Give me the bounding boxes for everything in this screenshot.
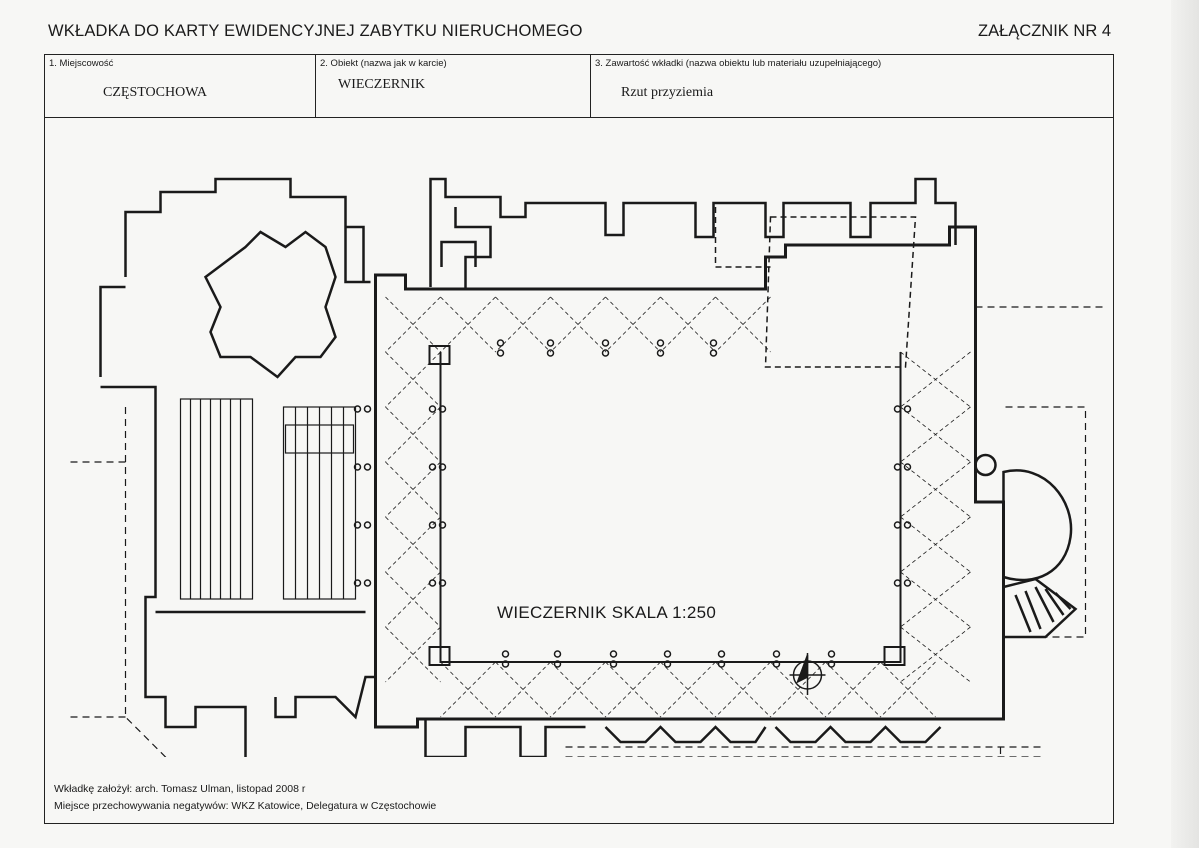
- annex-number: ZAŁĄCZNIK NR 4: [978, 22, 1111, 40]
- field-locality-value: CZĘSTOCHOWA: [103, 85, 207, 100]
- cloister-vaults: [385, 296, 971, 718]
- field-content-label: 3. Zawartość wkładki (nazwa obiektu lub …: [595, 58, 882, 69]
- plan-scale-caption: WIECZERNIK SKALA 1:250: [497, 603, 717, 622]
- field-locality-label: 1. Miejscowość: [49, 58, 114, 69]
- west-wing-walls: [100, 385, 376, 757]
- west-chapel: [99, 177, 371, 379]
- west-dashed-outline: [65, 407, 167, 757]
- column-pairs: [353, 339, 912, 668]
- south-range: [424, 719, 942, 757]
- field-locality: 1. Miejscowość CZĘSTOCHOWA: [45, 55, 316, 117]
- scanner-edge: [1171, 0, 1199, 848]
- form-frame: 1. Miejscowość CZĘSTOCHOWA 2. Obiekt (na…: [44, 54, 1114, 824]
- north-arrow-icon: [789, 653, 826, 695]
- field-content-value: Rzut przyziemia: [621, 85, 714, 100]
- header-fields: 1. Miejscowość CZĘSTOCHOWA 2. Obiekt (na…: [45, 55, 1113, 118]
- south-dashed-line: [565, 746, 1046, 757]
- field-object: 2. Obiekt (nazwa jak w karcie) WIECZERNI…: [316, 55, 591, 117]
- footer-notes: Wkładkę założył: arch. Tomasz Ulman, lis…: [54, 781, 436, 815]
- west-stalls: [179, 398, 357, 600]
- east-dashed-outline: [975, 306, 1106, 757]
- floor-plan-drawing: [65, 177, 1106, 757]
- field-content: 3. Zawartość wkładki (nazwa obiektu lub …: [591, 55, 1112, 117]
- east-apse: [974, 453, 1078, 639]
- footer-author: Wkładkę założył: arch. Tomasz Ulman, lis…: [54, 783, 306, 795]
- field-object-value: WIECZERNIK: [338, 77, 426, 92]
- footer-storage: Miejsce przechowywania negatywów: WKZ Ka…: [54, 800, 437, 812]
- north-range: [429, 177, 957, 289]
- document-title: WKŁADKA DO KARTY EWIDENCYJNEJ ZABYTKU NI…: [48, 22, 583, 40]
- field-object-label: 2. Obiekt (nazwa jak w karcie): [320, 58, 447, 69]
- dashed-annex-room: [714, 207, 917, 368]
- main-hall-walls: [374, 225, 1005, 729]
